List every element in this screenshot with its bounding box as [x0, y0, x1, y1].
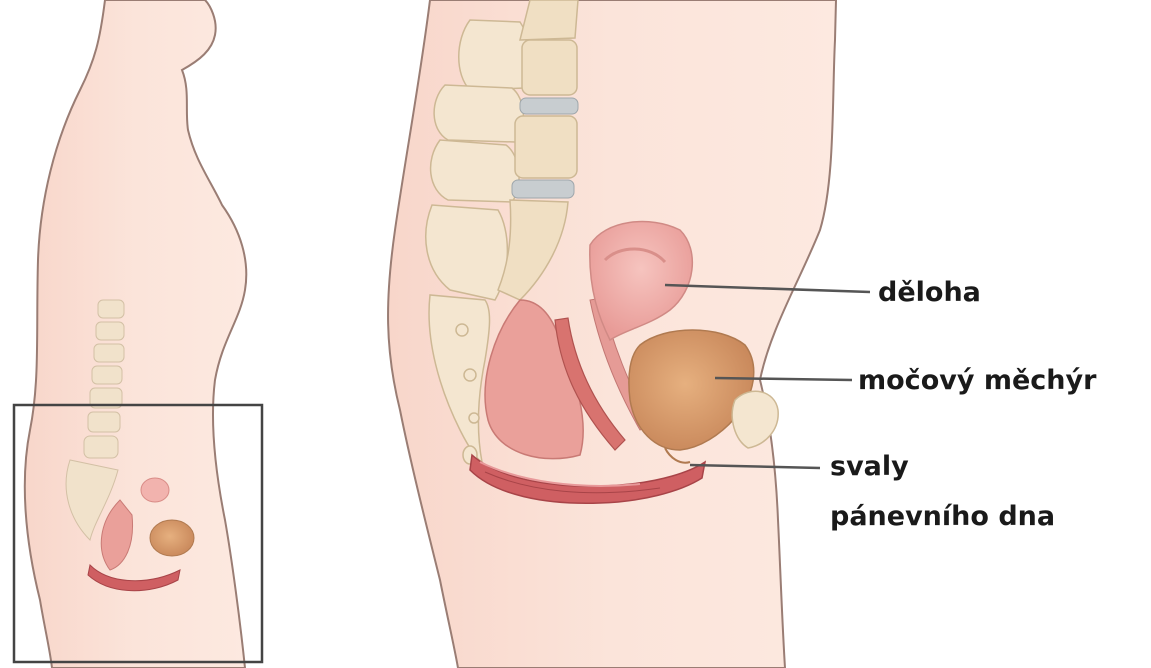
pelvic-floor-label-line1: svaly — [830, 450, 909, 484]
full-body-silhouette — [25, 0, 246, 668]
pelvic-floor-label-line2: pánevního dna — [830, 500, 1055, 534]
uterus-label: děloha — [878, 276, 981, 310]
bladder-label: močový měchýr — [858, 364, 1096, 398]
pelvis-closeup — [388, 0, 836, 668]
